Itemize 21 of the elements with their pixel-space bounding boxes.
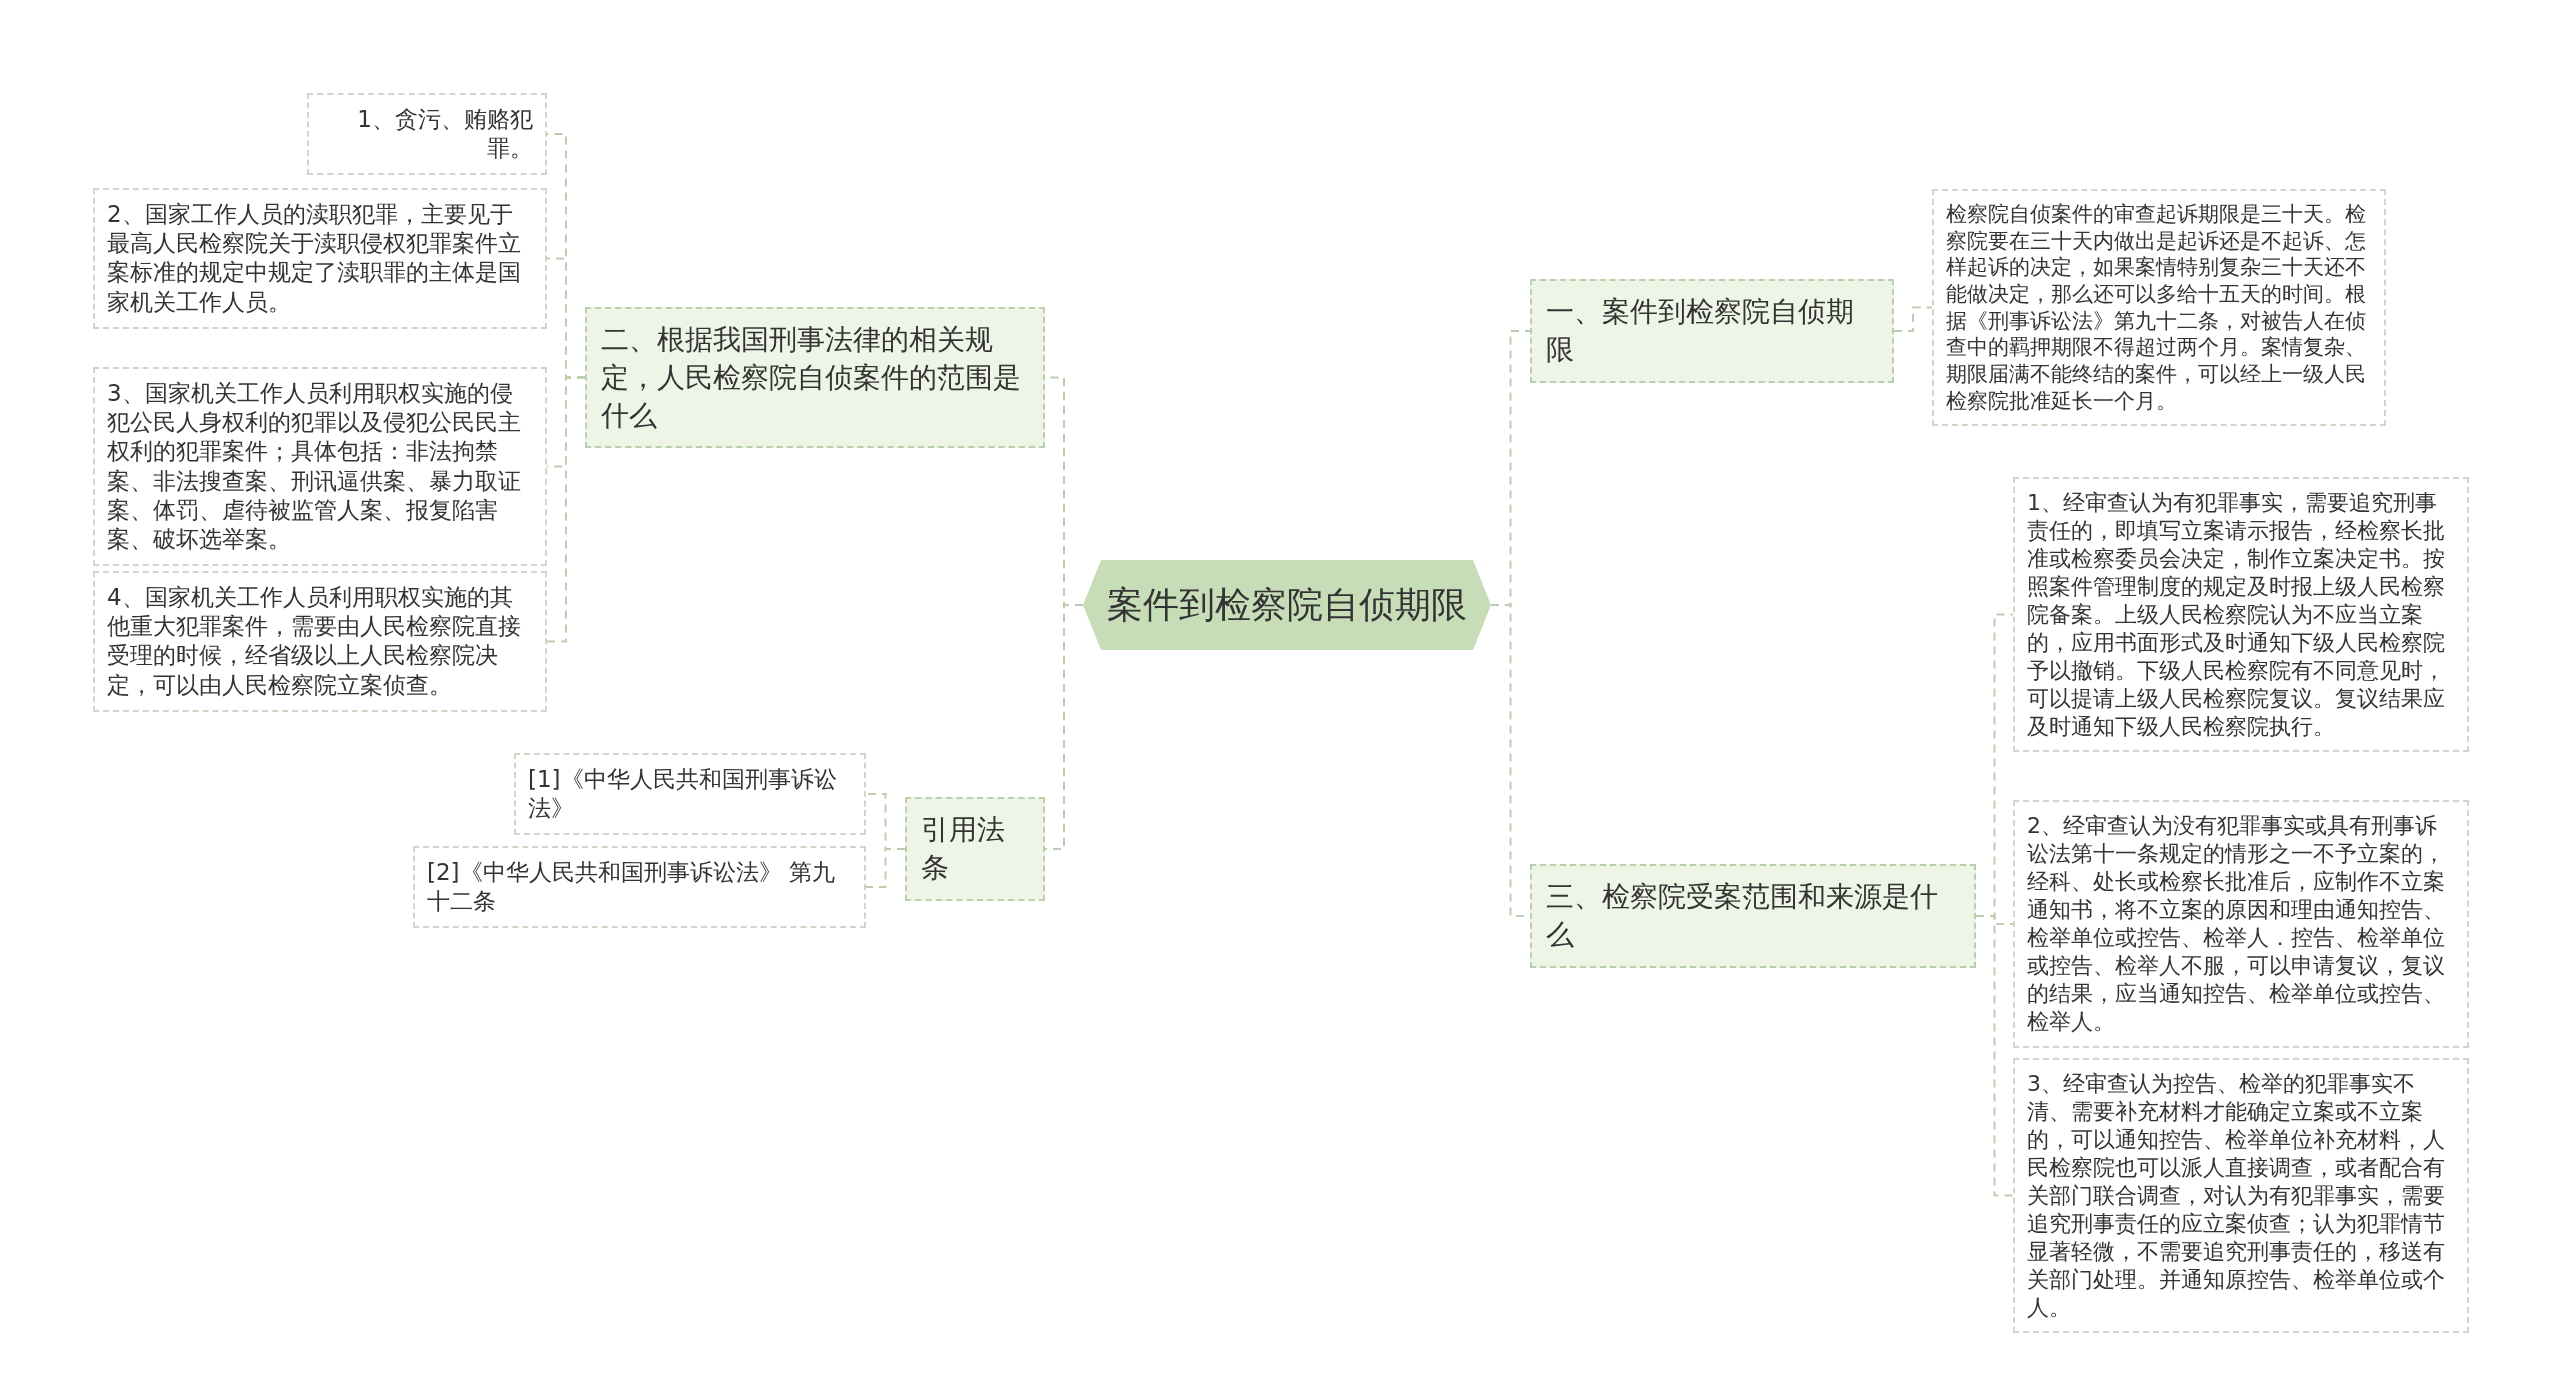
connector-line: [1044, 604, 1084, 850]
connector-line: [546, 376, 586, 643]
text-box: [2]《中华人民共和国刑事诉讼法》 第九十二条: [413, 846, 866, 929]
central-topic-hexagon: [1083, 560, 1491, 650]
text-box: 3、国家机关工作人员利用职权实施的侵犯公民人身权利的犯罪以及侵犯公民民主权利的犯罪案件；具体包括：非法拘禁案、非法搜查案、刑讯逼供案、暴力取证案、体罚、虐待被监管人案、报复陷害案、破坏选举案。: [93, 367, 547, 567]
text-box: 1、贪污、贿赂犯罪。: [307, 93, 547, 176]
text-box: 2、国家工作人员的渎职犯罪，主要见于最高人民检察院关于渎职侵权犯罪案件立案标准的规定中规定了渎职罪的主体是国家机关工作人员。: [93, 188, 547, 329]
connector-line: [865, 848, 906, 888]
central-topic-text: 案件到检察院自侦期限: [1107, 582, 1467, 627]
connector-line: [1893, 306, 1933, 332]
text-box: 检察院自侦案件的审查起诉期限是三十天。检察院要在三十天内做出是起诉还是不起诉、怎样起诉的决定，如果案情特别复杂三十天还不能做决定，那么还可以多给十五天的时间。根据《刑事诉讼法》第九十二条，对被告人在侦查中的羁押期限不得超过两个月。案情复杂、期限届满不能终结的案件，可以经上一级人民检察院批准延长一个月。: [1932, 189, 2386, 427]
text-box: 2、经审查认为没有犯罪事实或具有刑事诉讼法第十一条规定的情形之一不予立案的，经科、处长或检察长批准后，应制作不立案通知书，将不立案的原因和理由通知控告、检举单位或控告、检举人．控告、检举单位或控告、检举人不服，可以申请复议，复议的结果，应当通知控告、检举单位或控告、检举人。: [2013, 800, 2469, 1048]
connector-line: [1975, 915, 2014, 1197]
topic-box: 一、案件到检察院自侦期限: [1530, 279, 1894, 383]
text-box: 1、经审查认为有犯罪事实，需要追究刑事责任的，即填写立案请示报告，经检察长批准或检察委员会决定，制作立案决定书。按照案件管理制度的规定及时报上级人民检察院备案。上级人民检察院认为不应当立案的，应用书面形式及时通知下级人民检察院予以撤销。下级人民检察院有不同意见时，可以提请上级人民检察院复议。复议结果应及时通知下级人民检察院执行。: [2013, 477, 2469, 753]
topic-box: 三、检察院受案范围和来源是什么: [1530, 864, 1976, 968]
text-box: 4、国家机关工作人员利用职权实施的其他重大犯罪案件，需要由人民检察院直接受理的时候，经省级以上人民检察院决定，可以由人民检察院立案侦查。: [93, 571, 547, 712]
text-box: [1]《中华人民共和国刑事诉讼法》: [514, 753, 866, 836]
topic-box: 二、根据我国刑事法律的相关规定，人民检察院自侦案件的范围是什么: [585, 307, 1045, 449]
text-box: 3、经审查认为控告、检举的犯罪事实不清、需要补充材料才能确定立案或不立案的，可以通知控告、检举单位补充材料，人民检察院也可以派人直接调查，或者配合有关部门联合调查，对认为有犯罪事实，需要追究刑事责任的应立案侦查；认为犯罪情节显著轻微，不需要追究刑事责任的，移送有关部门处理。并通知原控告、检举单位或个人。: [2013, 1058, 2469, 1334]
topic-box: 引用法条: [905, 797, 1045, 901]
